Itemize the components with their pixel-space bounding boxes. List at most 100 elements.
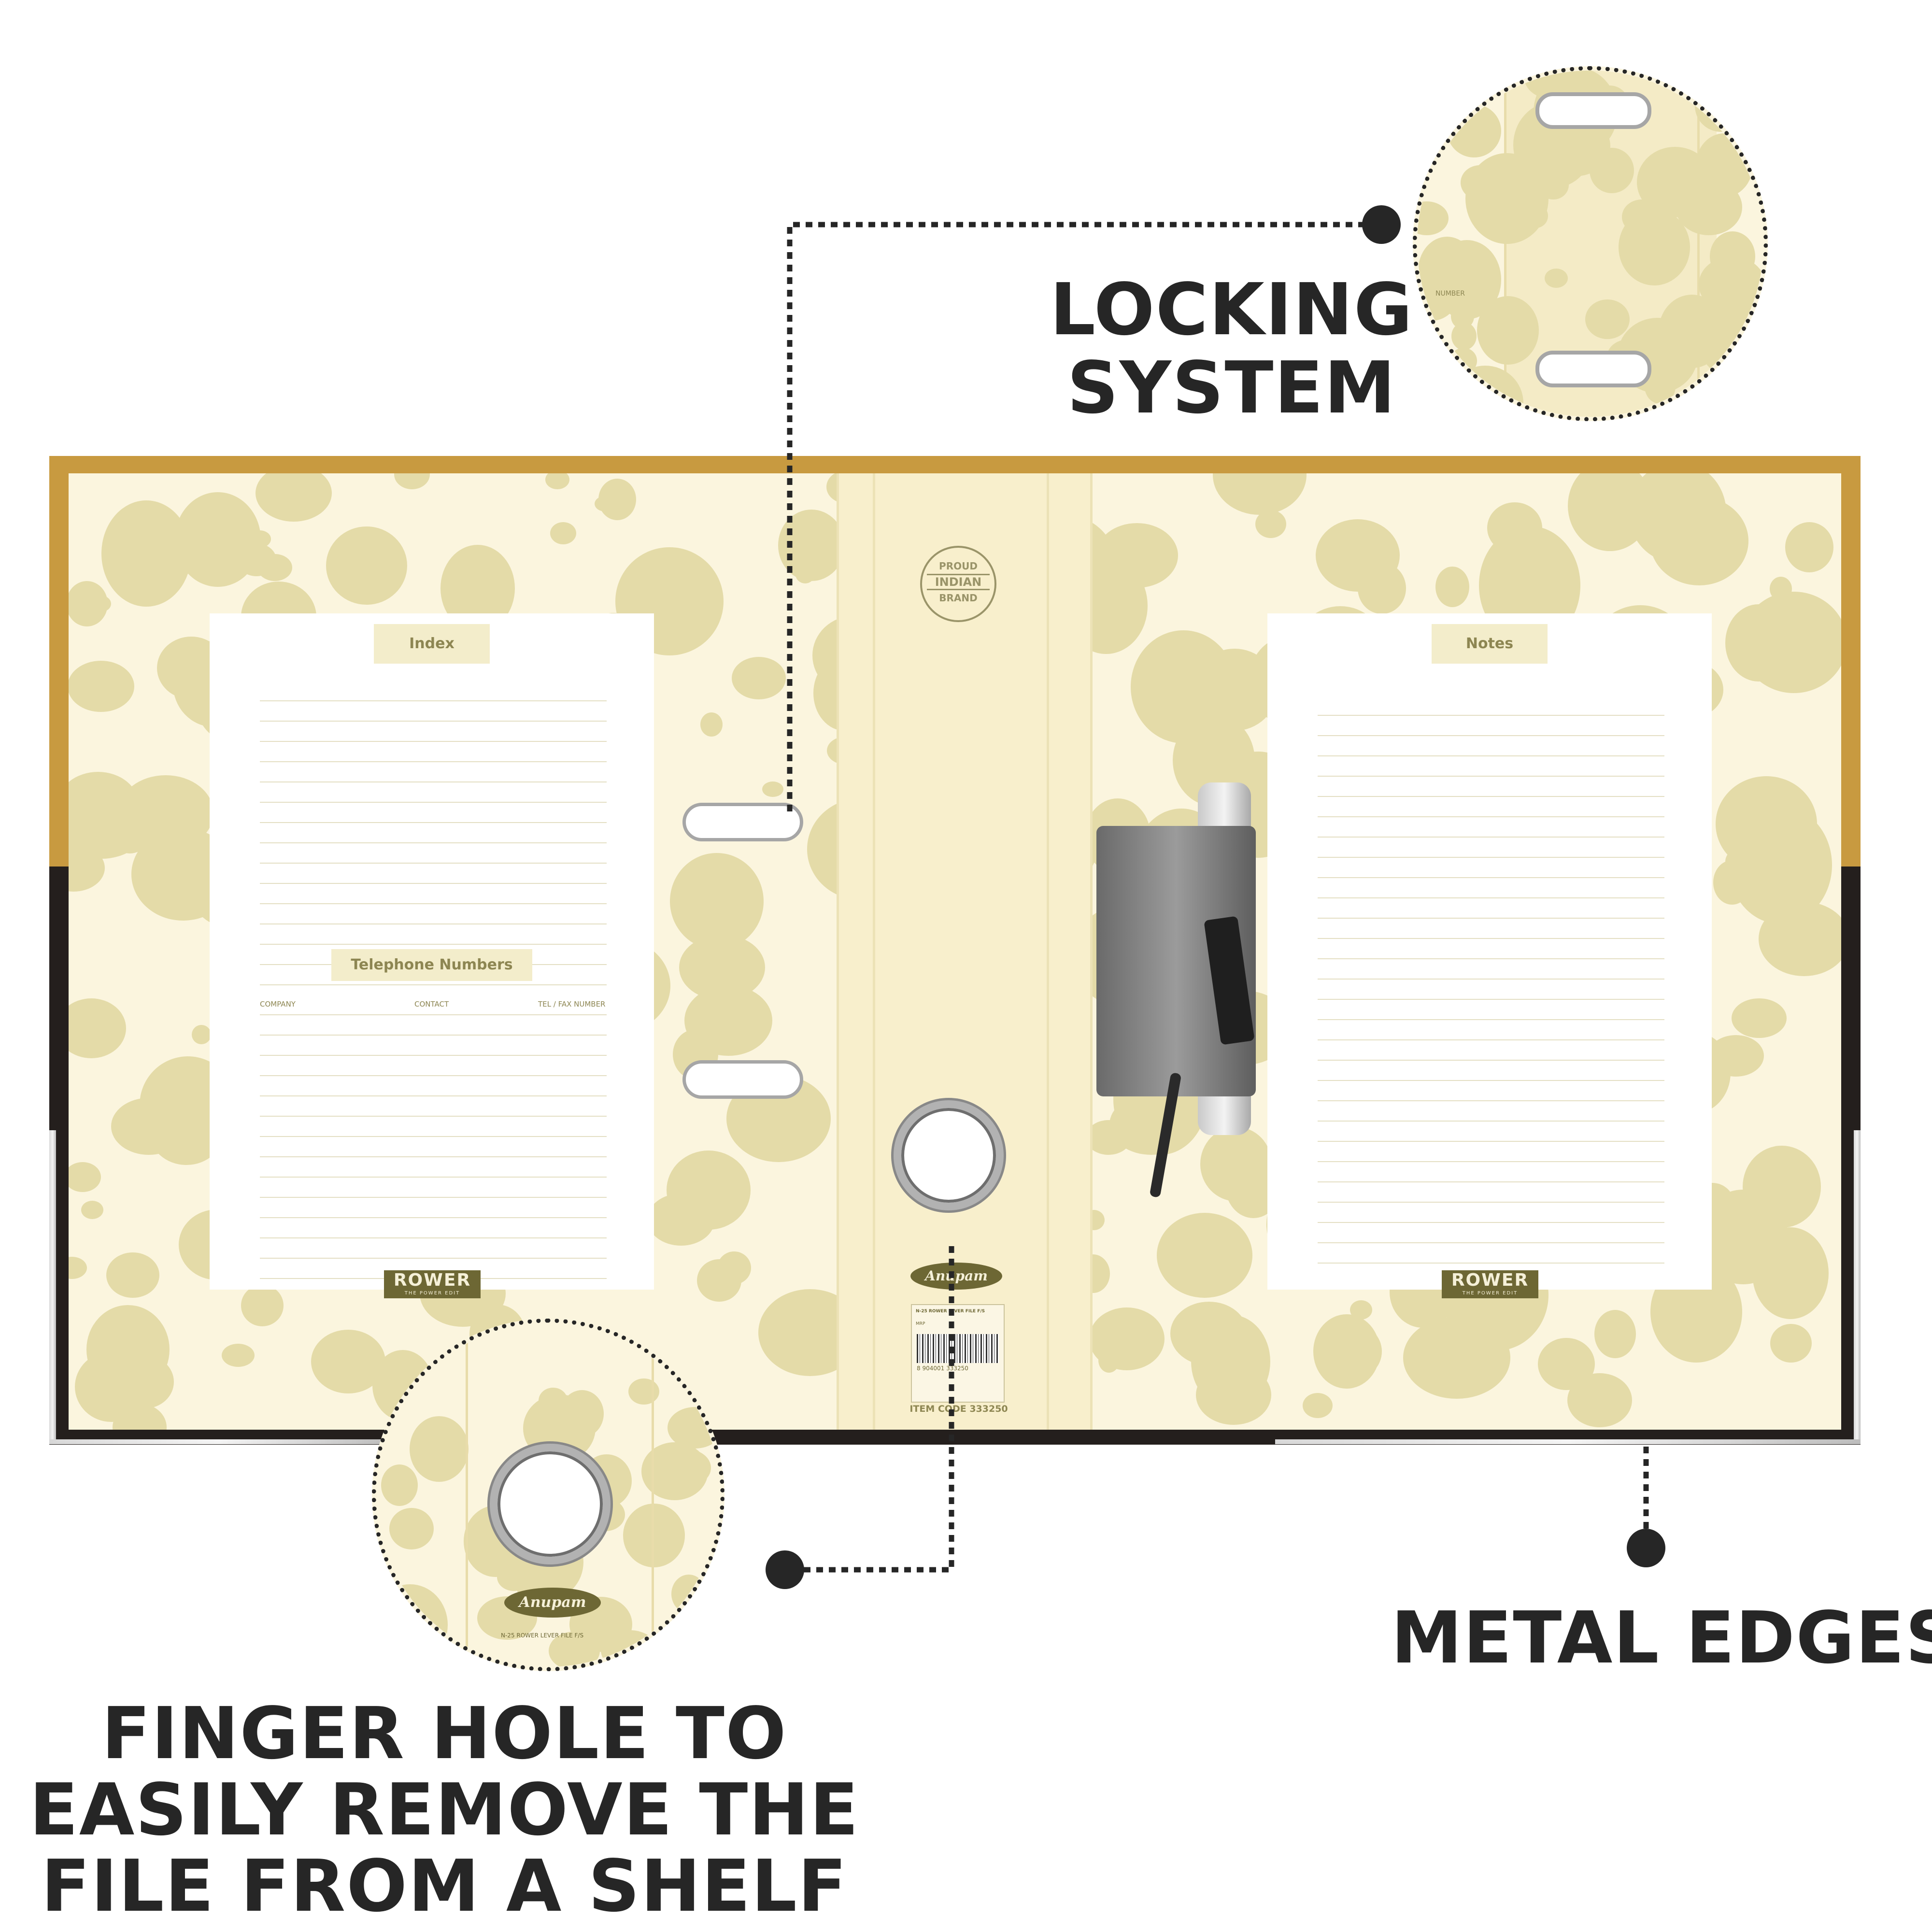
spot xyxy=(410,1416,469,1482)
spot xyxy=(550,522,576,544)
ruled-line xyxy=(260,1116,607,1117)
spot xyxy=(1098,1348,1120,1373)
spot xyxy=(1451,322,1477,350)
ruled-line xyxy=(1318,958,1664,959)
barcode xyxy=(917,1334,999,1363)
ruled-line xyxy=(1318,1100,1664,1101)
spot xyxy=(670,853,764,950)
ruled-line xyxy=(1318,857,1664,858)
ruled-line xyxy=(1318,1080,1664,1081)
column-company: COMPANY xyxy=(260,1000,296,1009)
ruled-line xyxy=(260,761,607,762)
spot xyxy=(1316,519,1400,592)
spot xyxy=(1326,1324,1382,1379)
spot xyxy=(1303,1393,1333,1418)
zoom-finger-hole: Anupam N-25 ROWER LEVER FILE F/S xyxy=(372,1319,724,1671)
spot xyxy=(1131,630,1236,743)
ruled-line xyxy=(260,721,607,722)
spot xyxy=(311,1330,385,1393)
spot xyxy=(668,1407,720,1449)
ruled-line xyxy=(1318,979,1664,980)
ruled-line xyxy=(1318,897,1664,898)
metal-edges-label: METAL EDGES xyxy=(1391,1596,1932,1679)
ruled-line xyxy=(260,1177,607,1178)
spot xyxy=(679,935,765,1000)
spot xyxy=(684,985,772,1056)
spot xyxy=(81,1201,103,1219)
spot xyxy=(671,1575,706,1613)
spot xyxy=(402,1652,423,1667)
zoom-anupam-logo: Anupam xyxy=(504,1588,601,1618)
spot xyxy=(1191,1315,1270,1408)
ruled-line xyxy=(260,700,607,701)
spot xyxy=(1447,104,1501,157)
ruled-line xyxy=(1318,1060,1664,1061)
ruled-line xyxy=(1318,877,1664,878)
spot xyxy=(539,1388,568,1414)
ruled-line xyxy=(260,1095,607,1096)
ruled-line xyxy=(1318,999,1664,1000)
mrp-text: MRP xyxy=(916,1321,925,1326)
ruled-line xyxy=(1318,776,1664,777)
spot xyxy=(1568,473,1652,551)
ruled-line xyxy=(260,741,607,742)
spot xyxy=(509,1621,530,1636)
zoom-finger-hole-ring xyxy=(490,1444,611,1564)
spot xyxy=(1725,604,1792,682)
zoom-product-name: N-25 ROWER LEVER FILE F/S xyxy=(501,1632,584,1639)
ruled-line xyxy=(1318,1222,1664,1223)
ruled-line xyxy=(1318,796,1664,797)
spot xyxy=(380,1596,434,1650)
zoom-crease xyxy=(652,1323,654,1667)
ruled-line xyxy=(260,1156,607,1157)
zoom-tel-fragment: NUMBER xyxy=(1435,290,1465,298)
metal-edge-right xyxy=(1854,1130,1861,1439)
metal-edge-left xyxy=(49,1130,56,1439)
spot xyxy=(705,1328,720,1365)
locking-slot-bottom xyxy=(682,1060,803,1099)
spot xyxy=(326,526,407,605)
spot xyxy=(1157,1213,1252,1298)
zoom-locking-system: NUMBER xyxy=(1413,66,1768,421)
spot xyxy=(667,1151,751,1230)
spot xyxy=(732,657,786,699)
zoom-spot-pattern xyxy=(376,1326,720,1667)
spot xyxy=(69,661,134,712)
spot xyxy=(1699,310,1763,378)
spot xyxy=(1755,127,1763,152)
spot xyxy=(107,798,153,853)
spot xyxy=(549,1632,600,1667)
spot xyxy=(237,543,276,576)
spot xyxy=(623,1504,685,1567)
spot xyxy=(222,1344,255,1367)
ruled-line xyxy=(260,1197,607,1198)
column-tel-fax: TEL / FAX NUMBER xyxy=(538,1000,606,1009)
anupam-logo: Anupam xyxy=(910,1263,1002,1290)
ruled-line xyxy=(260,903,607,904)
spot xyxy=(394,473,430,489)
proud-indian-brand-badge: PROUD INDIAN BRAND xyxy=(920,546,996,622)
spot xyxy=(595,496,616,511)
spot xyxy=(1743,1146,1821,1228)
zoom-crease xyxy=(1697,71,1700,417)
ruled-line xyxy=(260,802,607,803)
metal-edge-bottom xyxy=(1275,1439,1861,1444)
spot xyxy=(1435,567,1469,607)
finger-hole-label: FINGER HOLE TO EASILY REMOVE THE FILE FR… xyxy=(29,1692,860,1928)
finger-hole[interactable] xyxy=(894,1100,1004,1210)
spot xyxy=(256,473,332,522)
ruled-line xyxy=(260,1055,607,1056)
spot xyxy=(381,1464,418,1506)
ruled-line xyxy=(260,781,607,782)
ruled-line xyxy=(260,1014,607,1015)
zoom-slot-bottom xyxy=(1535,351,1651,387)
barcode-number: 8 904001 333250 xyxy=(917,1365,968,1372)
ruled-line xyxy=(260,944,607,945)
ruled-line xyxy=(260,923,607,924)
spot xyxy=(1567,1373,1632,1427)
spot xyxy=(249,530,271,548)
spot xyxy=(628,1378,659,1405)
ruled-line xyxy=(1318,837,1664,838)
spot xyxy=(1213,473,1307,515)
spot xyxy=(69,1162,101,1192)
